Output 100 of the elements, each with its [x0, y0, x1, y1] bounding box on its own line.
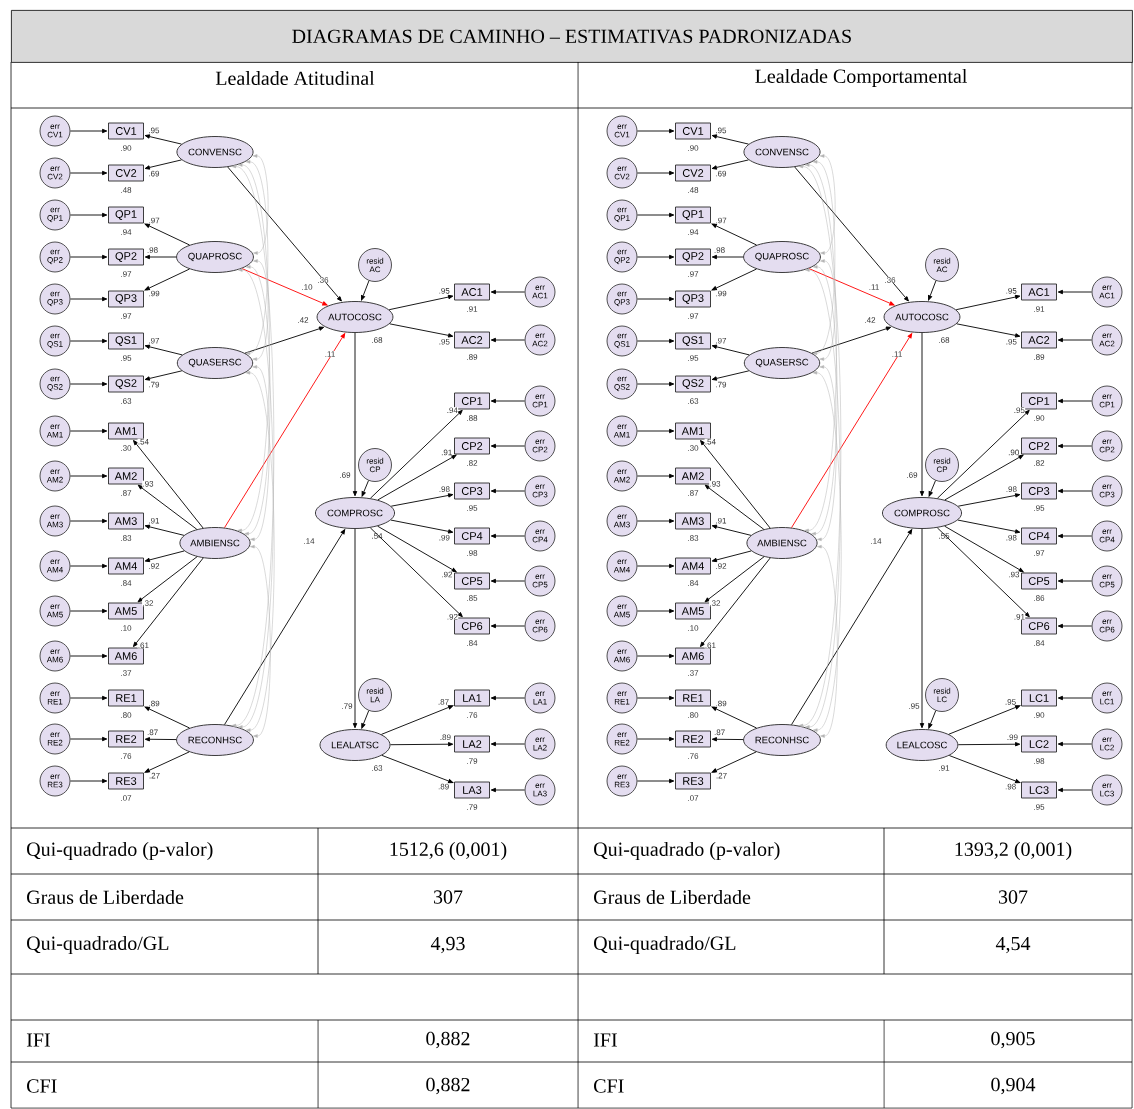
arrow [361, 280, 370, 301]
r-squared-value: .79 [465, 757, 479, 765]
r-squared-value: .80 [119, 711, 133, 719]
arrow [144, 370, 183, 381]
edge-label: .91 [148, 517, 160, 524]
edge-label: .69 [339, 471, 351, 479]
arrow [711, 751, 757, 773]
column-heading: Lealdade Atitudinal [215, 70, 375, 86]
edge-label: .27 [715, 772, 728, 779]
arrow [227, 166, 342, 302]
arrow [388, 294, 454, 311]
indicator-box: AM6 [108, 647, 144, 665]
arrow [69, 381, 108, 387]
arrow [69, 212, 108, 218]
indicator-box: QP2 [108, 248, 144, 266]
arrow [636, 381, 675, 387]
edge-label: .95 [715, 127, 727, 134]
r-squared-value: .84 [119, 579, 133, 587]
indicator-box: CP3 [1021, 482, 1057, 500]
r-squared-value: .90 [1032, 414, 1046, 422]
covariance-arrow [250, 365, 270, 542]
arrow [144, 737, 177, 742]
arrow [636, 778, 675, 784]
arrow [957, 519, 1021, 534]
r-squared-value: .07 [119, 794, 133, 802]
indicator-box: RE3 [108, 772, 144, 790]
arrow [711, 524, 752, 536]
arrow [636, 128, 675, 134]
r-squared-value: .87 [686, 489, 700, 497]
r-squared-value: .84 [686, 579, 700, 587]
r-squared-value: .88 [465, 414, 479, 422]
edge-label: .97 [715, 217, 727, 224]
r-squared-value: .37 [119, 669, 133, 677]
edge-label: .36 [317, 276, 329, 284]
r-squared-value: .37 [686, 669, 700, 677]
arrow [704, 556, 765, 603]
arrow [1057, 488, 1093, 494]
arrow [1057, 578, 1093, 584]
arrow [944, 525, 1024, 573]
arrow [936, 409, 1030, 499]
r-squared-value: .95 [119, 354, 133, 362]
edge-label: .14 [870, 537, 882, 545]
edge-label: .87 [146, 729, 159, 736]
arrow [636, 736, 675, 742]
arrow [361, 710, 370, 729]
r-squared-value: .76 [686, 752, 700, 760]
r-squared-value: .82 [465, 459, 479, 467]
edge-label: .61 [704, 642, 717, 649]
r-squared-value: .91 [937, 764, 951, 772]
r-squared-value: .30 [686, 444, 700, 452]
indicator-box: CP2 [454, 437, 490, 455]
indicator-box: RE1 [675, 689, 711, 707]
r-squared-value: .90 [119, 144, 133, 152]
edge-label: .98 [1005, 534, 1018, 541]
table-cell: 0,904 [991, 1077, 1036, 1095]
arrow [69, 608, 108, 614]
indicator-box: RE1 [108, 689, 144, 707]
table-cell: CFI [594, 1079, 624, 1093]
indicator-box: LC2 [1021, 735, 1057, 753]
arrow [144, 159, 182, 170]
edge-label: .95 [1005, 338, 1018, 345]
arrow [490, 443, 526, 449]
indicator-box: RE2 [108, 730, 144, 748]
arrow [1057, 623, 1093, 629]
arrow [700, 557, 771, 647]
indicator-box: AC1 [454, 283, 490, 301]
arrow [377, 454, 457, 501]
r-squared-value: .76 [119, 752, 133, 760]
indicator-box: LA2 [454, 735, 490, 753]
indicator-box: AM4 [675, 557, 711, 575]
arrow [137, 484, 198, 530]
edge-label: .32 [709, 600, 721, 607]
edge-label: .14 [303, 537, 315, 545]
indicator-box: AM3 [108, 512, 144, 530]
edge-label: .92 [715, 562, 727, 570]
table-cell: Qui-quadrado/GL [594, 935, 736, 955]
edge-label: .32 [142, 600, 154, 607]
r-squared-value: .97 [119, 270, 133, 278]
arrow [928, 480, 936, 497]
arrow [390, 519, 454, 534]
r-squared-value: .84 [465, 639, 479, 647]
arrow [389, 323, 454, 338]
table-cell: 307 [433, 890, 463, 904]
arrow [919, 528, 925, 729]
arrow [144, 268, 190, 291]
r-squared-value: .79 [465, 803, 479, 811]
edge-label: .27 [148, 772, 161, 779]
r-squared-value: .10 [119, 624, 133, 632]
edge-label: .36 [884, 276, 896, 284]
arrow [948, 705, 1021, 735]
table-cell: 0,882 [426, 1077, 470, 1095]
arrow [711, 268, 757, 291]
arrow [1057, 533, 1093, 539]
covariance-arrow [817, 544, 838, 738]
arrow [144, 751, 190, 773]
edge-label: .92 [446, 613, 459, 620]
r-squared-value: .89 [1032, 353, 1046, 361]
arrow [369, 527, 463, 618]
r-squared-value: .86 [1032, 594, 1046, 602]
edge-label: .79 [341, 702, 353, 710]
